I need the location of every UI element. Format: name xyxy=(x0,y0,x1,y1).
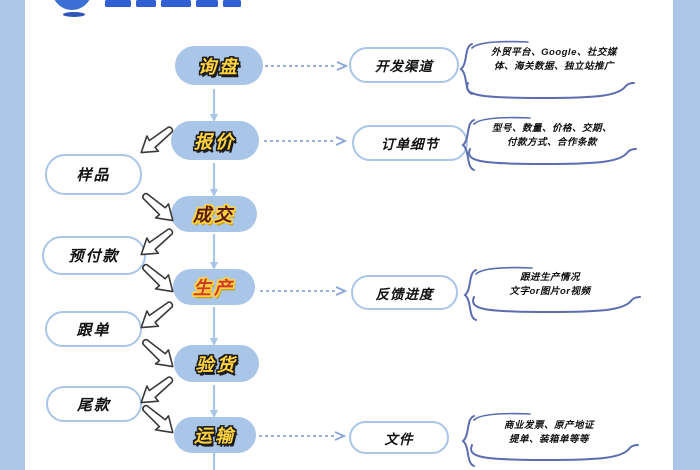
bubble-bottom-curve xyxy=(464,148,640,175)
note-order-details: 型号、数量、价格、交期、 付款方式、合作条款 xyxy=(478,122,626,150)
result-node-documents: 文件 xyxy=(349,421,449,454)
logo-base-icon xyxy=(63,12,85,17)
bubble-top-curve xyxy=(472,409,532,427)
right-border-bar xyxy=(673,0,700,470)
note-order-details-line1: 型号、数量、价格、交期、 xyxy=(491,123,612,134)
note-channels-line1: 外贸平台、Google、社交媒 xyxy=(491,47,617,58)
side-node-balance: 尾款 xyxy=(46,386,142,422)
brace-icon xyxy=(462,268,478,327)
sketch-arrow-inspection-to-balance xyxy=(130,367,180,415)
note-channels-line2: 体、海关数据、独立站推广 xyxy=(493,61,614,72)
note-documents: 商业发票、原产地证 提单、装箱单等等 xyxy=(478,419,620,447)
connector-line xyxy=(209,453,219,470)
side-node-sample-label: 样品 xyxy=(76,167,111,184)
flow-node-quote-label: 报价 xyxy=(194,131,236,152)
connector-line xyxy=(209,89,219,127)
note-documents-line1: 商业发票、原产地证 xyxy=(503,420,594,431)
flow-node-transport: 运输 xyxy=(174,417,256,453)
note-channels: 外贸平台、Google、社交媒 体、海关数据、独立站推广 xyxy=(476,46,632,74)
dashed-arrow xyxy=(258,429,347,447)
flow-node-inquiry: 询盘 xyxy=(175,46,263,85)
flow-node-quote: 报价 xyxy=(171,121,259,160)
side-node-follow-up: 跟单 xyxy=(45,311,142,347)
sketch-arrow-sample-to-deal xyxy=(134,185,184,233)
connector-line xyxy=(209,385,219,423)
note-feedback-line1: 跟进生产情况 xyxy=(519,272,580,283)
connector-line xyxy=(209,234,219,275)
flow-node-inspection: 验货 xyxy=(174,345,259,382)
sketch-arrow-follow-up-to-inspection xyxy=(134,331,184,379)
side-node-deposit: 预付款 xyxy=(42,236,146,275)
flow-node-inspection-label: 验货 xyxy=(195,354,238,375)
sketch-arrow-balance-to-transport xyxy=(134,397,184,445)
bubble-bottom-curve xyxy=(466,444,642,470)
brace-icon xyxy=(460,118,476,177)
left-border-bar xyxy=(0,0,25,470)
flow-node-production: 生产 xyxy=(173,269,255,305)
side-node-deposit-label: 预付款 xyxy=(68,248,120,265)
dashed-arrow xyxy=(264,59,349,77)
sketch-arrow-production-to-follow-up xyxy=(130,292,180,340)
result-node-channels-label: 开发渠道 xyxy=(375,59,433,74)
bubble-top-curve xyxy=(470,37,530,55)
brace-icon xyxy=(460,414,476,470)
result-node-feedback-label: 反馈进度 xyxy=(375,286,434,302)
flow-node-deal: 成交 xyxy=(171,196,257,232)
sketch-arrow-deposit-to-production xyxy=(134,256,184,304)
result-node-documents-label: 文件 xyxy=(384,431,414,447)
bubble-top-curve xyxy=(472,113,532,131)
result-node-channels: 开发渠道 xyxy=(349,47,459,83)
side-node-sample: 样品 xyxy=(45,154,142,195)
flow-node-deal-label: 成交 xyxy=(193,205,235,225)
connector-line xyxy=(209,163,219,202)
dashed-arrow xyxy=(263,134,348,152)
note-feedback-line2: 文字or图片or视频 xyxy=(509,286,591,297)
side-node-follow-up-label: 跟单 xyxy=(76,321,111,339)
result-node-order-details: 订单细节 xyxy=(352,125,468,161)
result-node-order-details-label: 订单细节 xyxy=(381,137,439,152)
result-node-feedback: 反馈进度 xyxy=(351,275,458,310)
note-feedback: 跟进生产情况 文字or图片or视频 xyxy=(480,271,620,299)
connector-line xyxy=(209,307,219,351)
side-node-balance-label: 尾款 xyxy=(76,396,111,414)
bubble-top-curve xyxy=(474,263,534,281)
sketch-arrow-deal-to-deposit xyxy=(130,219,180,267)
flow-node-transport-label: 运输 xyxy=(194,426,236,446)
bubble-bottom-curve xyxy=(468,296,644,323)
logo-icon xyxy=(52,0,92,10)
sketch-arrow-quote-to-sample xyxy=(130,117,180,165)
flow-node-production-label: 生产 xyxy=(193,278,235,298)
flow-node-inquiry-label: 询盘 xyxy=(198,56,240,77)
note-order-details-line2: 付款方式、合作条款 xyxy=(506,137,597,148)
bubble-bottom-curve xyxy=(462,82,638,109)
note-documents-line2: 提单、装箱单等等 xyxy=(508,434,589,445)
dashed-arrow xyxy=(259,284,348,302)
